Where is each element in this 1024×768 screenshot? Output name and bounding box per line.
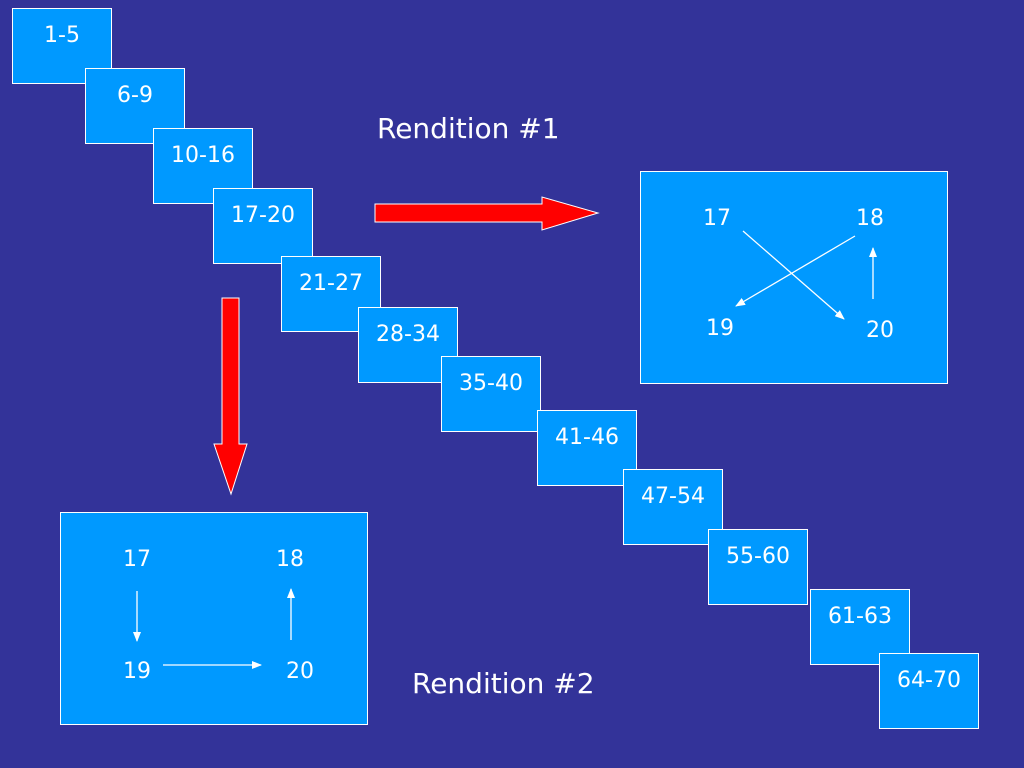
node-17: 17 xyxy=(703,206,731,231)
step-box-9: 47-54 xyxy=(623,469,723,545)
node-20: 20 xyxy=(286,659,314,684)
step-label: 64-70 xyxy=(897,668,961,693)
step-label: 47-54 xyxy=(641,484,705,509)
node-20: 20 xyxy=(866,318,894,343)
arrow-right-icon xyxy=(374,196,600,231)
rendition-2-arrows xyxy=(133,588,295,669)
step-label: 21-27 xyxy=(299,271,363,296)
rendition-2-title: Rendition #2 xyxy=(412,667,595,700)
step-label: 1-5 xyxy=(44,23,80,48)
step-label: 35-40 xyxy=(459,371,523,396)
node-18: 18 xyxy=(856,206,884,231)
rendition-1-arrows xyxy=(735,230,877,320)
arrow-down-icon xyxy=(213,297,248,496)
step-box-7: 35-40 xyxy=(441,356,541,432)
step-box-8: 41-46 xyxy=(537,410,637,486)
step-label: 17-20 xyxy=(231,203,295,228)
step-label: 6-9 xyxy=(117,83,153,108)
node-19: 19 xyxy=(706,316,734,341)
step-box-10: 55-60 xyxy=(708,529,808,605)
step-box-1: 1-5 xyxy=(12,8,112,84)
node-19: 19 xyxy=(123,659,151,684)
arrow-17-to-20 xyxy=(742,230,845,320)
step-label: 41-46 xyxy=(555,425,619,450)
arrow-18-to-19 xyxy=(735,235,856,307)
rendition-2-panel: 17 18 19 20 xyxy=(60,512,368,725)
node-17: 17 xyxy=(123,547,151,572)
step-box-11: 61-63 xyxy=(810,589,910,665)
step-label: 28-34 xyxy=(376,322,440,347)
step-box-12: 64-70 xyxy=(879,653,979,729)
node-18: 18 xyxy=(276,547,304,572)
step-box-4: 17-20 xyxy=(213,188,313,264)
rendition-1-panel: 17 18 19 20 xyxy=(640,171,948,384)
rendition-1-title: Rendition #1 xyxy=(377,112,560,145)
step-label: 10-16 xyxy=(171,143,235,168)
step-label: 61-63 xyxy=(828,604,892,629)
step-label: 55-60 xyxy=(726,544,790,569)
